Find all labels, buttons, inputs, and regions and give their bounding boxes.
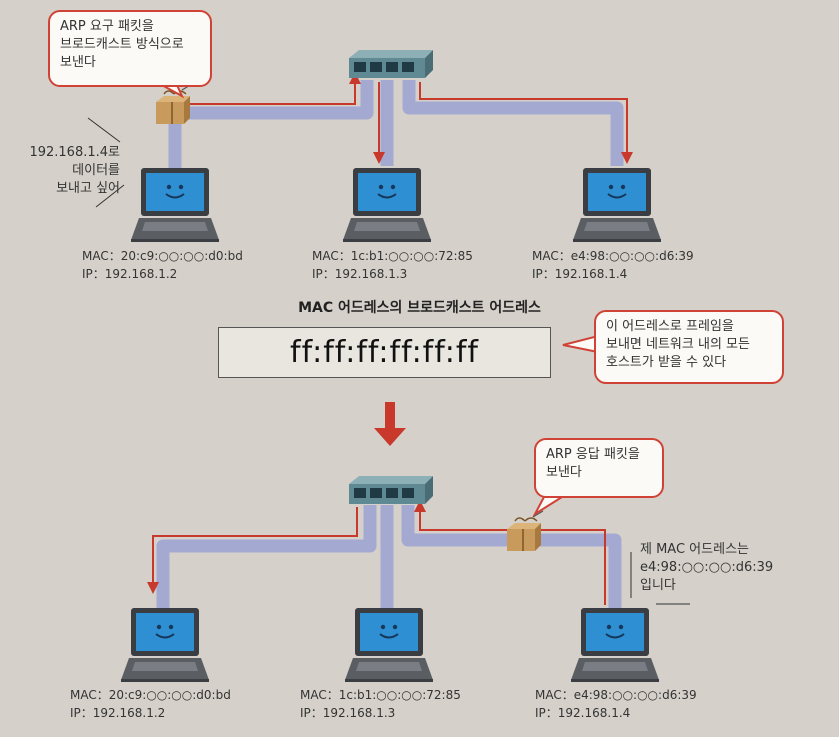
bottom-host-info-2: MAC：1c:b1:○○:○○:72:85 IP：192.168.1.3 <box>300 686 461 722</box>
bottom-host-2-ip: IP：192.168.1.3 <box>300 706 396 720</box>
responder-note-line-2: e4:98:○○:○○:d6:39 <box>640 560 774 575</box>
bottom-laptop-icon-2 <box>344 607 434 683</box>
broadcast-note-line-2: 보내면 네트워크 내의 모든 <box>606 337 750 352</box>
arp-request-line-3: 보낸다 <box>60 55 96 70</box>
bottom-switch-icon <box>349 476 433 504</box>
top-host-3-ip: IP：192.168.1.4 <box>532 267 628 281</box>
bottom-arrowheads <box>147 500 426 594</box>
bottom-laptop-icon-3 <box>570 607 660 683</box>
top-host-info-2: MAC：1c:b1:○○:○○:72:85 IP：192.168.1.3 <box>312 247 473 283</box>
arp-request-line-1: ARP 요구 패킷을 <box>60 19 154 34</box>
reply-bubble-tail <box>532 496 563 517</box>
sender-note-line-1: 192.168.1.4로 <box>29 145 120 160</box>
arp-request-line-2: 브로드캐스트 방식으로 <box>60 37 184 52</box>
responder-note-line-3: 입니다 <box>640 578 676 593</box>
broadcast-bubble-tail <box>562 334 599 354</box>
top-host-2-ip: IP：192.168.1.3 <box>312 267 408 281</box>
top-laptop-icon-2 <box>342 167 432 243</box>
sender-note: 192.168.1.4로 데이터를 보내고 싶어 <box>20 144 120 198</box>
bottom-red-lines <box>152 507 606 605</box>
arp-reply-bubble: ARP 응답 패킷을 보낸다 <box>534 438 664 498</box>
top-host-1-ip: IP：192.168.1.2 <box>82 267 178 281</box>
bottom-host-3-ip: IP：192.168.1.4 <box>535 706 631 720</box>
bottom-cables <box>156 505 622 608</box>
sender-note-line-3: 보내고 싶어 <box>56 181 120 196</box>
arp-request-bubble: ARP 요구 패킷을 브로드캐스트 방식으로 보낸다 <box>48 10 212 87</box>
broadcast-address-box: ff:ff:ff:ff:ff:ff <box>218 327 551 378</box>
responder-leader-line <box>630 552 690 605</box>
bottom-host-1-mac: MAC：20:c9:○○:○○:d0:bd <box>70 688 231 702</box>
top-host-1-mac: MAC：20:c9:○○:○○:d0:bd <box>82 249 243 263</box>
top-host-info-1: MAC：20:c9:○○:○○:d0:bd IP：192.168.1.2 <box>82 247 243 283</box>
responder-note-line-1: 제 MAC 어드레스는 <box>640 542 749 557</box>
bottom-host-info-3: MAC：e4:98:○○:○○:d6:39 IP：192.168.1.4 <box>535 686 697 722</box>
top-host-3-mac: MAC：e4:98:○○:○○:d6:39 <box>532 249 694 263</box>
broadcast-note-line-3: 호스트가 받을 수 있다 <box>606 355 727 370</box>
top-laptop-icon-3 <box>572 167 662 243</box>
arp-reply-line-1: ARP 응답 패킷을 <box>546 447 640 462</box>
bottom-host-2-mac: MAC：1c:b1:○○:○○:72:85 <box>300 688 461 702</box>
sender-note-line-2: 데이터를 <box>72 163 120 178</box>
top-cables <box>168 80 624 168</box>
broadcast-title: MAC 어드레스의 브로드캐스트 어드레스 <box>298 300 541 316</box>
bottom-laptop-icon-1 <box>120 607 210 683</box>
top-arrowheads <box>349 72 633 164</box>
top-host-info-3: MAC：e4:98:○○:○○:d6:39 IP：192.168.1.4 <box>532 247 694 283</box>
responder-note: 제 MAC 어드레스는 e4:98:○○:○○:d6:39 입니다 <box>640 541 773 595</box>
top-laptop-icon-1 <box>130 167 220 243</box>
top-host-2-mac: MAC：1c:b1:○○:○○:72:85 <box>312 249 473 263</box>
arp-reply-line-2: 보낸다 <box>546 465 582 480</box>
bottom-host-1-ip: IP：192.168.1.2 <box>70 706 166 720</box>
bottom-packet-icon <box>506 510 544 552</box>
top-switch-icon <box>349 50 433 78</box>
broadcast-address: ff:ff:ff:ff:ff:ff <box>290 335 479 370</box>
down-arrow-icon <box>374 402 406 446</box>
bottom-host-3-mac: MAC：e4:98:○○:○○:d6:39 <box>535 688 697 702</box>
broadcast-note-line-1: 이 어드레스로 프레임을 <box>606 319 734 334</box>
sender-leader-line <box>87 117 125 208</box>
broadcast-note-bubble: 이 어드레스로 프레임을 보내면 네트워크 내의 모든 호스트가 받을 수 있다 <box>594 310 784 384</box>
bottom-host-info-1: MAC：20:c9:○○:○○:d0:bd IP：192.168.1.2 <box>70 686 231 722</box>
top-red-lines <box>185 82 628 154</box>
